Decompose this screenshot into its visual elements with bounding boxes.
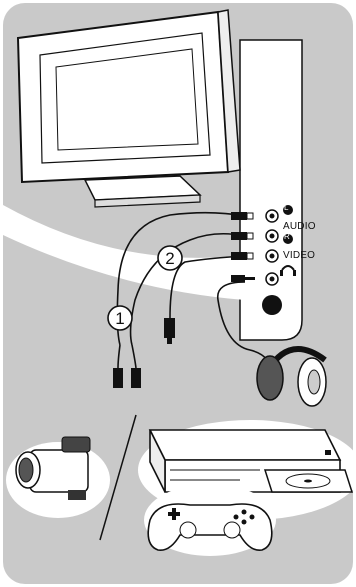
gamepad — [144, 484, 276, 556]
audio-right-marker: R — [284, 233, 290, 241]
callout-1: 1 — [109, 310, 131, 327]
audio-left-marker: L — [284, 204, 288, 212]
audio-label: AUDIO — [283, 222, 316, 232]
callout-2: 2 — [159, 250, 181, 267]
video-label: VIDEO — [283, 251, 315, 261]
tv-side-panel — [240, 40, 302, 340]
